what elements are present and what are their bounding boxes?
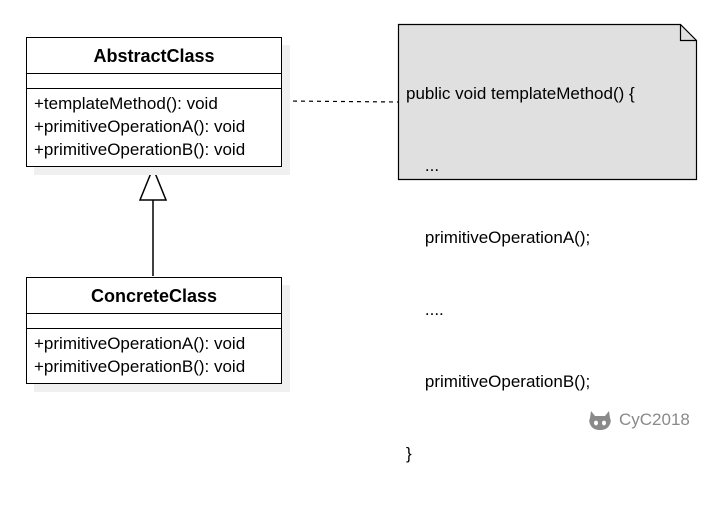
watermark-text: CyC2018 [619,410,690,429]
note-body: public void templateMethod() { ... primi… [406,34,635,514]
operation-primitive-b: +primitiveOperationB(): void [34,140,246,159]
note-line: } [406,444,412,463]
generalization-arrowhead [138,166,168,201]
abstract-class-attributes [27,74,281,89]
concrete-class-name: ConcreteClass [27,278,281,314]
diagram-canvas: AbstractClass +templateMethod(): void +p… [26,23,698,463]
note-line: public void templateMethod() { [406,84,635,103]
concrete-class-box: ConcreteClass +primitiveOperationA(): vo… [26,277,282,384]
note-anchor-line [284,100,399,103]
abstract-class-name: AbstractClass [27,38,281,74]
note-line: primitiveOperationB(); [406,372,591,391]
abstract-class-box: AbstractClass +templateMethod(): void +p… [26,37,282,167]
operation-primitive-b: +primitiveOperationB(): void [34,357,246,376]
note-line: ... [406,156,440,175]
watermark: CyC2018 [587,407,690,433]
operation-primitive-a: +primitiveOperationA(): void [34,334,246,353]
operation-primitive-a: +primitiveOperationA(): void [34,117,246,136]
concrete-class-operations: +primitiveOperationA(): void +primitiveO… [27,329,281,378]
diagram-connectors [138,23,698,276]
github-octocat-icon [589,411,611,430]
note-line: primitiveOperationA(); [406,228,591,247]
operation-template-method: +templateMethod(): void [34,94,218,113]
note-fold [679,24,697,42]
note-shape [397,23,698,181]
concrete-class-attributes [27,314,281,329]
abstract-class-operations: +templateMethod(): void +primitiveOperat… [27,89,281,161]
note-line: .... [406,300,444,319]
